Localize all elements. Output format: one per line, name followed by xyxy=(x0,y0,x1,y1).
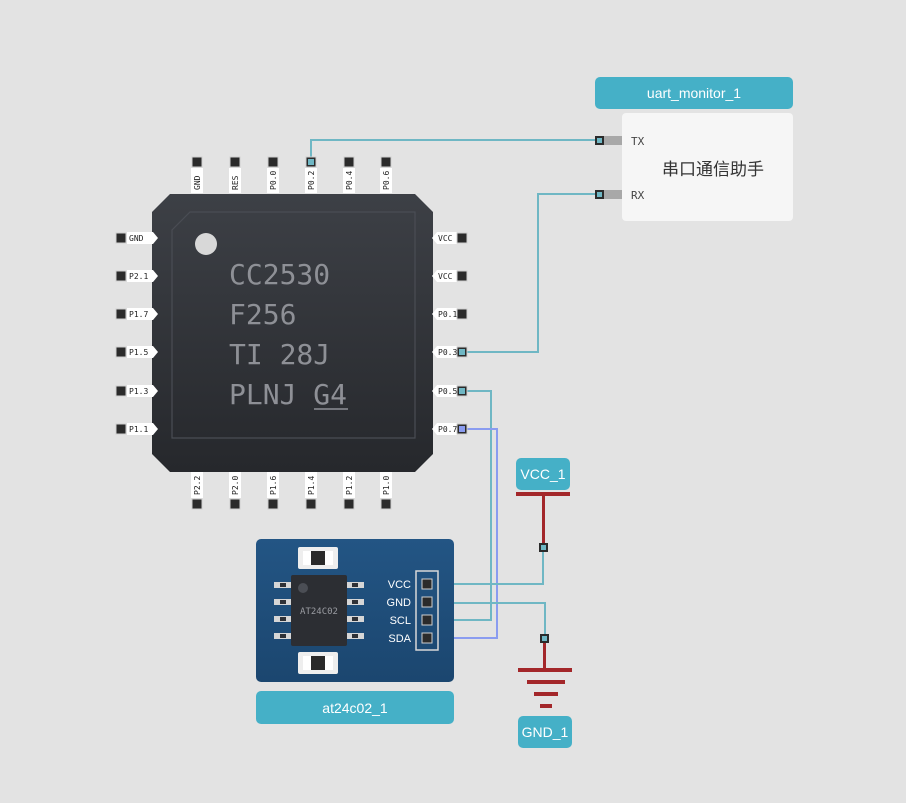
mcu-pin-p0-2-connector xyxy=(308,159,314,165)
mcu-pin-bottom-p1-2[interactable]: P1.2 xyxy=(343,472,355,510)
eeprom-board[interactable]: AT24C02 VCC GND SCL SDA xyxy=(256,539,454,682)
mcu-pin-label: P1.3 xyxy=(129,387,148,396)
gnd-symbol[interactable] xyxy=(518,634,572,708)
mcu-pin-label: P0.1 xyxy=(438,310,457,319)
uart-tx-label: TX xyxy=(631,135,645,148)
capacitor-top xyxy=(298,547,338,569)
mcu-pin-label: P1.5 xyxy=(129,348,148,357)
uart-tx-pin[interactable] xyxy=(595,136,622,145)
gnd-name: GND_1 xyxy=(521,724,569,740)
mcu-pin-bottom-p1-6[interactable]: P1.6 xyxy=(267,472,279,510)
wire-gnd[interactable] xyxy=(428,602,546,638)
eeprom-pin-scl-label: SCL xyxy=(390,615,411,627)
vcc-symbol[interactable] xyxy=(516,492,570,552)
mcu-pin-left-p1-5[interactable]: P1.5 xyxy=(115,346,158,358)
chip-marking-line-2: F256 xyxy=(229,298,296,331)
chip-marking-line-3: TI 28J xyxy=(229,338,330,371)
wire-rx[interactable] xyxy=(462,193,598,353)
mcu-pin-label: P0.2 xyxy=(307,171,316,190)
chip-marking-line-4: PLNJ G4 xyxy=(229,378,347,411)
mcu-pin-left-p1-3[interactable]: P1.3 xyxy=(115,385,158,397)
mcu-pin-label: P0.3 xyxy=(438,348,457,357)
mcu-pin-bottom-p1-0[interactable]: P1.0 xyxy=(380,472,392,510)
uart-monitor-title: 串口通信助手 xyxy=(662,160,764,180)
mcu-pin-label: P1.4 xyxy=(307,476,316,495)
eeprom-pin-vcc-label: VCC xyxy=(388,579,411,591)
mcu-pin-label: GND xyxy=(129,234,144,243)
chip-marking-line-1: CC2530 xyxy=(229,258,330,291)
vcc-tag[interactable]: VCC_1 xyxy=(516,458,570,490)
eeprom-name: at24c02_1 xyxy=(322,699,388,716)
mcu-pin-right-vcc[interactable]: VCC xyxy=(432,232,468,244)
mcu-pin-label: P0.4 xyxy=(345,171,354,190)
mcu-pin-top-p0-4[interactable]: P0.4 xyxy=(343,156,355,193)
wire-vcc[interactable] xyxy=(428,547,544,585)
uart-rx-label: RX xyxy=(631,189,645,202)
mcu-pin-label: P2.0 xyxy=(231,476,240,495)
mcu-pin-right-p0-7[interactable]: P0.7 xyxy=(432,423,468,435)
mcu-pin-top-p0-0[interactable]: P0.0 xyxy=(267,156,279,193)
wire-tx[interactable] xyxy=(310,139,598,160)
eeprom-pin-sda-label: SDA xyxy=(388,633,411,645)
mcu-pin-label: GND xyxy=(193,175,202,190)
eeprom-pin1-dot xyxy=(298,583,308,593)
mcu-pin-left-gnd[interactable]: GND xyxy=(115,232,158,244)
vcc-name: VCC_1 xyxy=(520,466,566,482)
mcu-pin-top-p0-6[interactable]: P0.6 xyxy=(380,156,392,193)
eeprom-chip-label: AT24C02 xyxy=(300,607,338,617)
uart-monitor-pins xyxy=(595,136,622,199)
mcu-pin-label: P1.7 xyxy=(129,310,148,319)
mcu-pin-left-p2-1[interactable]: P2.1 xyxy=(115,270,158,282)
wire-sda[interactable] xyxy=(428,428,498,639)
mcu-pin-right-p0-1[interactable]: P0.1 xyxy=(432,308,468,320)
wires xyxy=(310,139,598,639)
mcu-pin-label: P1.0 xyxy=(382,476,391,495)
uart-monitor-name: uart_monitor_1 xyxy=(646,85,742,101)
capacitor-bottom xyxy=(298,652,338,674)
mcu-pin-label: P0.6 xyxy=(382,171,391,190)
uart-monitor-tag[interactable]: uart_monitor_1 xyxy=(595,77,793,109)
gnd-tag[interactable]: GND_1 xyxy=(518,716,572,748)
wire-scl[interactable] xyxy=(428,390,492,621)
mcu-pin-bottom-p1-4[interactable]: P1.4 xyxy=(305,472,317,510)
eeprom-pin-gnd-label: GND xyxy=(387,597,412,609)
mcu-pin-bottom-p2-0[interactable]: P2.0 xyxy=(229,472,241,510)
eeprom-ic xyxy=(291,575,347,646)
mcu-pin-top-gnd[interactable]: GND xyxy=(191,156,203,193)
uart-rx-pin[interactable] xyxy=(595,190,622,199)
mcu-pin-left-p1-1[interactable]: P1.1 xyxy=(115,423,158,435)
eeprom-tag[interactable]: at24c02_1 xyxy=(256,691,454,724)
mcu-pin-label: VCC xyxy=(438,272,453,281)
uart-monitor-box[interactable]: 串口通信助手 xyxy=(622,113,793,221)
mcu-pin-top-res[interactable]: RES xyxy=(229,156,241,193)
mcu-pin-label: RES xyxy=(231,175,240,190)
mcu-pin-right-p0-3[interactable]: P0.3 xyxy=(432,346,468,358)
pin1-dot xyxy=(195,233,217,255)
mcu-pin-label: P0.7 xyxy=(438,425,457,434)
mcu-pin-label: P1.1 xyxy=(129,425,148,434)
mcu-pin-label: P1.2 xyxy=(345,476,354,495)
mcu-pin-label: VCC xyxy=(438,234,453,243)
mcu-pin-label: P1.6 xyxy=(269,476,278,495)
mcu-pin-label: P2.1 xyxy=(129,272,148,281)
mcu-pin-label: P2.2 xyxy=(193,476,202,495)
mcu-pin-bottom-p2-2[interactable]: P2.2 xyxy=(191,472,203,510)
mcu-pin-right-p0-5[interactable]: P0.5 xyxy=(432,385,468,397)
mcu-pin-label: P0.0 xyxy=(269,171,278,190)
mcu-pin-left-p1-7[interactable]: P1.7 xyxy=(115,308,158,320)
mcu-pin-label: P0.5 xyxy=(438,387,457,396)
mcu-pin-right-vcc[interactable]: VCC xyxy=(432,270,468,282)
eeprom-header xyxy=(415,570,439,651)
